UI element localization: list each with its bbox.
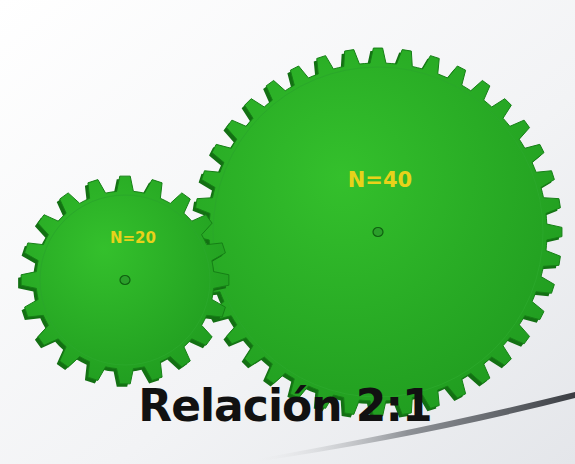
- gear-face: [194, 48, 562, 416]
- gear-outline: [183, 37, 573, 427]
- label-holder: Relación 2:1: [138, 380, 431, 431]
- tooth-count: N=40: [348, 168, 412, 192]
- gear-root-ring: [40, 195, 210, 365]
- text-holder: N=40: [348, 168, 412, 192]
- gear-root-ring: [213, 67, 543, 397]
- tooth-count: N=20: [110, 229, 156, 247]
- shaft-hole: [373, 228, 383, 237]
- gear: N=20: [10, 165, 240, 395]
- shaft-hole: [120, 276, 130, 285]
- ratio-label: Relación 2:1: [138, 380, 431, 431]
- text-holder: N=20: [110, 229, 156, 247]
- gear-outline: [10, 165, 240, 395]
- gear: N=40: [183, 37, 573, 427]
